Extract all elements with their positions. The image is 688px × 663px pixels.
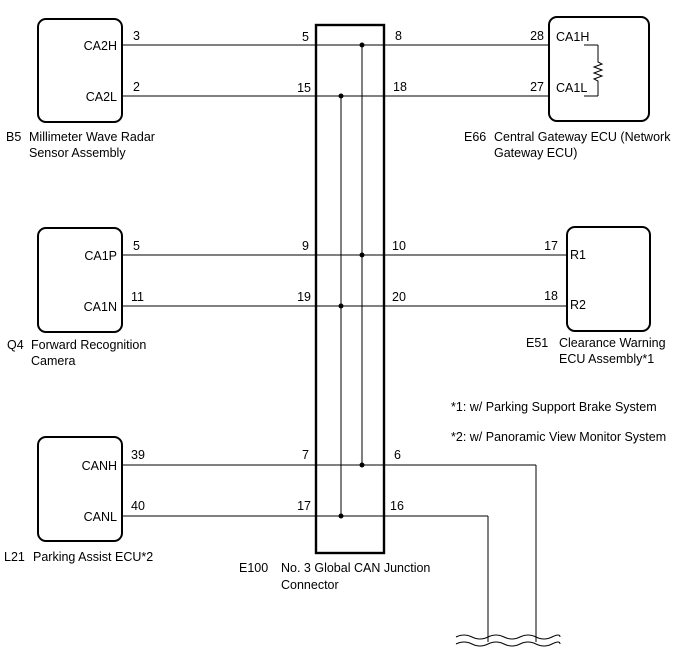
pin-no-e51-low: 18: [544, 289, 558, 303]
ecu-box-q4: [37, 227, 123, 333]
caption-q4-name-line2: Camera: [31, 354, 76, 368]
caption-l21-code: L21: [4, 550, 25, 564]
junction-pin-q4-low: 19: [297, 290, 311, 304]
junction-pin-e51-low: 20: [392, 290, 406, 304]
caption-b5-name-line1: Millimeter Wave Radar: [29, 130, 155, 144]
junction-pin-out-low: 16: [390, 499, 404, 513]
caption-q4-code: Q4: [7, 338, 24, 352]
pin-name-e51-low: R2: [570, 298, 586, 312]
pin-no-l21-low: 40: [131, 499, 145, 513]
ecu-box-b5: [37, 18, 123, 123]
footnote-1: *1: w/ Parking Support Brake System: [451, 400, 657, 414]
pin-no-q4-low: 11: [131, 290, 144, 304]
pin-name-l21-high: CANH: [82, 459, 117, 473]
pin-name-e66-low: CA1L: [556, 81, 587, 95]
junction-pin-b5-low: 15: [297, 81, 311, 95]
pin-name-q4-low: CA1N: [84, 300, 117, 314]
caption-q4-name-line1: Forward Recognition: [31, 338, 146, 352]
splice-dot: [359, 252, 365, 258]
pin-name-q4-high: CA1P: [84, 249, 117, 263]
junction-pin-e66-high: 8: [395, 29, 402, 43]
caption-b5-code: B5: [6, 130, 21, 144]
splice-dot: [338, 93, 344, 99]
caption-l21-name-line1: Parking Assist ECU*2: [33, 550, 153, 564]
pin-no-e66-high: 28: [530, 29, 544, 43]
harness-break-mark-lower: [455, 641, 561, 647]
ecu-box-l21: [37, 436, 123, 542]
splice-dot: [338, 303, 344, 309]
pin-no-e66-low: 27: [530, 80, 544, 94]
footnote-2: *2: w/ Panoramic View Monitor System: [451, 430, 666, 444]
caption-e66-name-line2: Gateway ECU): [494, 146, 577, 160]
caption-b5-name-line2: Sensor Assembly: [29, 146, 126, 160]
junction-pin-out-high: 6: [394, 448, 401, 462]
pin-name-b5-high: CA2H: [84, 39, 117, 53]
junction-pin-l21-low: 17: [297, 499, 311, 513]
junction-pin-b5-high: 5: [302, 30, 309, 44]
pin-name-e66-high: CA1H: [556, 30, 589, 44]
pin-no-q4-high: 5: [133, 239, 140, 253]
junction-pin-q4-high: 9: [302, 239, 309, 253]
caption-e66-name-line1: Central Gateway ECU (Network: [494, 130, 671, 144]
pin-no-e51-high: 17: [544, 239, 558, 253]
junction-pin-l21-high: 7: [302, 448, 309, 462]
harness-break-mark-upper: [455, 634, 561, 640]
splice-dot: [338, 513, 344, 519]
ecu-box-e51: [566, 226, 651, 332]
caption-junction-name-line2: Connector: [281, 578, 339, 592]
caption-e51-name-line2: ECU Assembly*1: [559, 352, 654, 366]
pin-name-l21-low: CANL: [84, 510, 117, 524]
terminating-resistor-inner: [592, 45, 604, 96]
caption-junction-code: E100: [239, 561, 268, 575]
pin-name-e51-high: R1: [570, 248, 586, 262]
caption-e51-name-line1: Clearance Warning: [559, 336, 666, 350]
junction-connector-box: [314, 23, 386, 555]
caption-junction-name-line1: No. 3 Global CAN Junction: [281, 561, 430, 575]
pin-no-b5-low: 2: [133, 80, 140, 94]
splice-dot: [359, 462, 365, 468]
caption-e66-code: E66: [464, 130, 486, 144]
pin-no-l21-high: 39: [131, 448, 145, 462]
pin-no-b5-high: 3: [133, 29, 140, 43]
splice-dot: [359, 42, 365, 48]
junction-pin-e66-low: 18: [393, 80, 407, 94]
pin-name-b5-low: CA2L: [86, 90, 117, 104]
junction-pin-e51-high: 10: [392, 239, 406, 253]
caption-e51-code: E51: [526, 336, 548, 350]
